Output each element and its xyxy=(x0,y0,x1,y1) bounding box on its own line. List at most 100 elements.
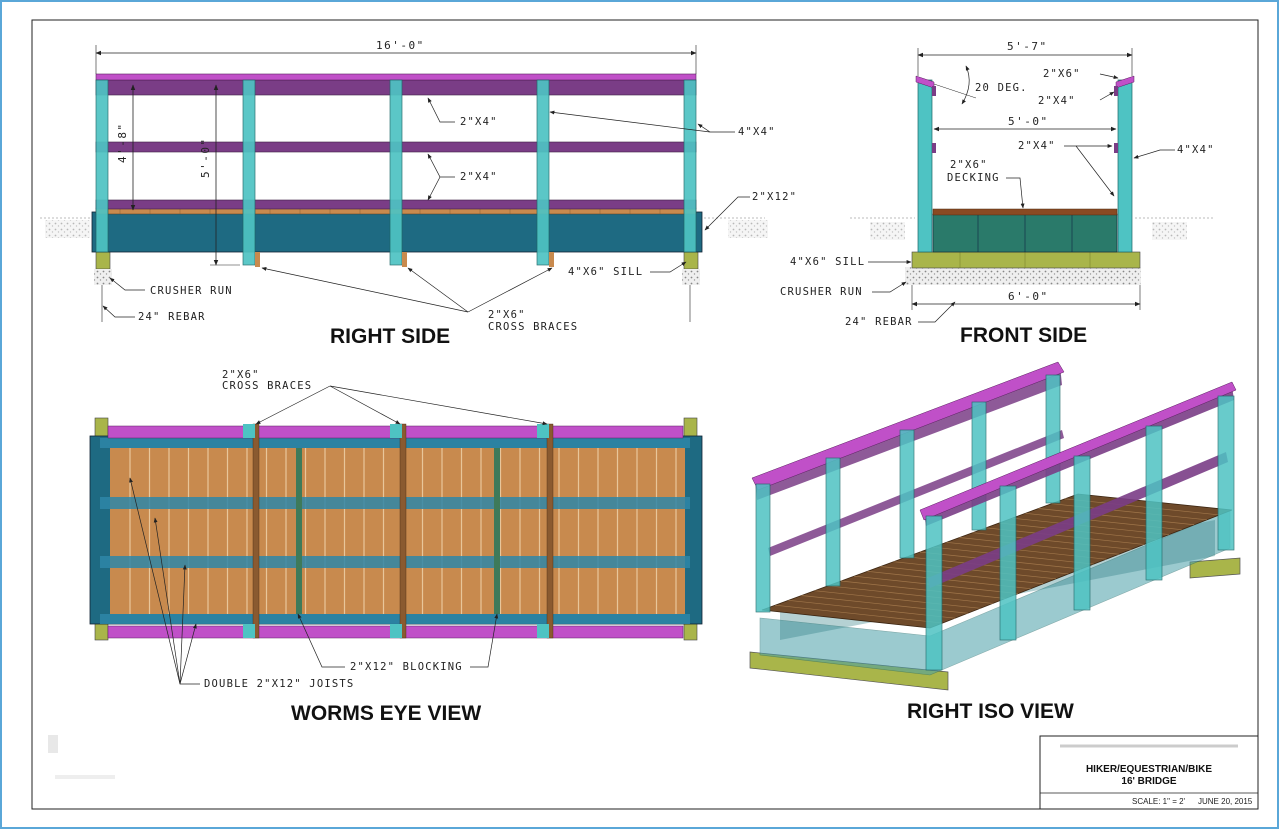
iso-deck-board xyxy=(1012,517,1170,535)
iso-post xyxy=(899,429,915,559)
iso-sill-back xyxy=(1189,557,1241,579)
fs-label-decking: DECKING xyxy=(947,172,1000,184)
leader-crusher xyxy=(109,277,145,291)
rs-dim-length: 16'-0" xyxy=(376,39,425,52)
rs-label-post: 4"X4" xyxy=(738,126,776,138)
we-title: WORMS EYE VIEW xyxy=(291,702,482,725)
sill-right xyxy=(683,251,699,270)
rs-label-braces: CROSS BRACES xyxy=(488,321,579,333)
iso-deck-board xyxy=(1038,508,1195,526)
leader-sill xyxy=(650,261,687,273)
iso-handrail-front xyxy=(919,381,1237,521)
iso-post xyxy=(1217,395,1235,551)
gravel-right xyxy=(682,269,700,285)
we-joist-upper xyxy=(100,497,690,509)
rs-title: RIGHT SIDE xyxy=(330,325,451,348)
iso-deck-board xyxy=(893,561,1056,580)
front-sill xyxy=(911,251,1141,269)
we-board-lines xyxy=(129,448,677,614)
right-side-view xyxy=(40,45,768,322)
we-joist-top xyxy=(100,438,690,448)
iso-deck-board xyxy=(775,604,943,624)
leader-braces-2 xyxy=(407,267,469,313)
we-deck xyxy=(110,448,685,614)
rs-label-rail-lower: 2"X4" xyxy=(460,171,498,183)
title-block-scale: SCALE: 1" = 2' xyxy=(1132,797,1186,806)
leader-post-b xyxy=(697,123,711,133)
iso-deck-board xyxy=(827,585,993,604)
fs-label-decking-size: 2"X6" xyxy=(950,159,988,171)
ground-fill-left xyxy=(45,220,90,238)
front-side-view xyxy=(850,48,1215,323)
iso-deck-board xyxy=(814,590,981,609)
post-3 xyxy=(389,79,403,266)
rs-label-joist: 2"X12" xyxy=(752,191,798,203)
we-blocking-1 xyxy=(296,448,302,614)
cross-brace-end-2 xyxy=(402,252,407,267)
iso-post xyxy=(755,483,771,613)
front-post-right xyxy=(1117,79,1133,253)
right-iso-view xyxy=(749,361,1241,691)
fs-label-sill: 4"X6" SILL xyxy=(790,256,866,268)
fs-dim-top: 5'-7" xyxy=(1007,40,1048,53)
fs-label-angle: 20 DEG. xyxy=(975,82,1028,94)
smudge-mark xyxy=(48,735,58,753)
we-label-braces-size: 2"X6" xyxy=(222,369,260,381)
inner-border xyxy=(31,19,1259,810)
rs-dim-rail-height: 4'-8" xyxy=(116,122,129,163)
fs-dim-sill: 6'-0" xyxy=(1008,290,1049,303)
we-joist-lower xyxy=(100,556,690,568)
leader-rail-lower-a xyxy=(427,153,455,178)
cross-brace-end-3 xyxy=(549,252,554,267)
leader-joist xyxy=(704,196,750,231)
iso-post xyxy=(1073,455,1091,611)
iso-deck-board xyxy=(1064,498,1220,516)
leader-post-a xyxy=(549,110,735,133)
we-label-blocking: 2"X12" BLOCKING xyxy=(350,661,463,673)
iso-deck-board xyxy=(959,537,1119,555)
fs-label-rail-top: 2"X4" xyxy=(1038,95,1076,107)
post-2 xyxy=(242,79,256,266)
rs-label-rebar: 24" REBAR xyxy=(138,311,206,323)
iso-post xyxy=(825,457,841,587)
iso-post xyxy=(999,485,1017,641)
we-brace-1 xyxy=(252,423,260,639)
iso-rail-back-mid xyxy=(768,430,1064,556)
front-post-left xyxy=(917,79,933,253)
we-brace-2 xyxy=(399,423,407,639)
gravel-left xyxy=(94,269,112,285)
iso-post xyxy=(925,515,943,671)
smudge-mark-2 xyxy=(55,775,115,779)
handrail-cap xyxy=(95,73,697,81)
sill-left xyxy=(95,251,111,270)
iso-deck-board xyxy=(972,532,1132,550)
cross-brace-end-1 xyxy=(255,252,260,267)
iso-title: RIGHT ISO VIEW xyxy=(907,700,1074,723)
fs-label-post: 4"X4" xyxy=(1177,144,1215,156)
rs-dim-post-height: 5'-0" xyxy=(199,137,212,178)
worms-eye-view xyxy=(89,385,703,685)
leader-rail-upper xyxy=(427,97,455,123)
leader-rebar xyxy=(102,305,135,318)
iso-deck-board xyxy=(840,580,1006,599)
title-block-line2: 16' BRIDGE xyxy=(1121,776,1177,787)
fs-label-rail: 2"X4" xyxy=(1018,140,1056,152)
fs-dim-inner: 5'-0" xyxy=(1008,115,1049,128)
fs-label-cap: 2"X6" xyxy=(1043,68,1081,80)
leader-rail-lower-b xyxy=(427,176,441,201)
front-angle-arc xyxy=(961,65,970,105)
rs-label-braces-size: 2"X6" xyxy=(488,309,526,321)
iso-front-posts xyxy=(925,395,1235,671)
rs-label-sill: 4"X6" SILL xyxy=(568,266,644,278)
title-block-date: JUNE 20, 2015 xyxy=(1198,797,1253,806)
fs-label-rebar: 24" REBAR xyxy=(845,316,913,328)
rs-label-crusher: CRUSHER RUN xyxy=(150,285,233,297)
we-label-joists: DOUBLE 2"X12" JOISTS xyxy=(204,678,355,690)
front-decking xyxy=(932,208,1118,216)
we-blocking-2 xyxy=(494,448,500,614)
leader-braces-1 xyxy=(261,267,469,313)
iso-post xyxy=(971,401,987,531)
post-4 xyxy=(536,79,550,266)
post-1 xyxy=(95,79,109,253)
